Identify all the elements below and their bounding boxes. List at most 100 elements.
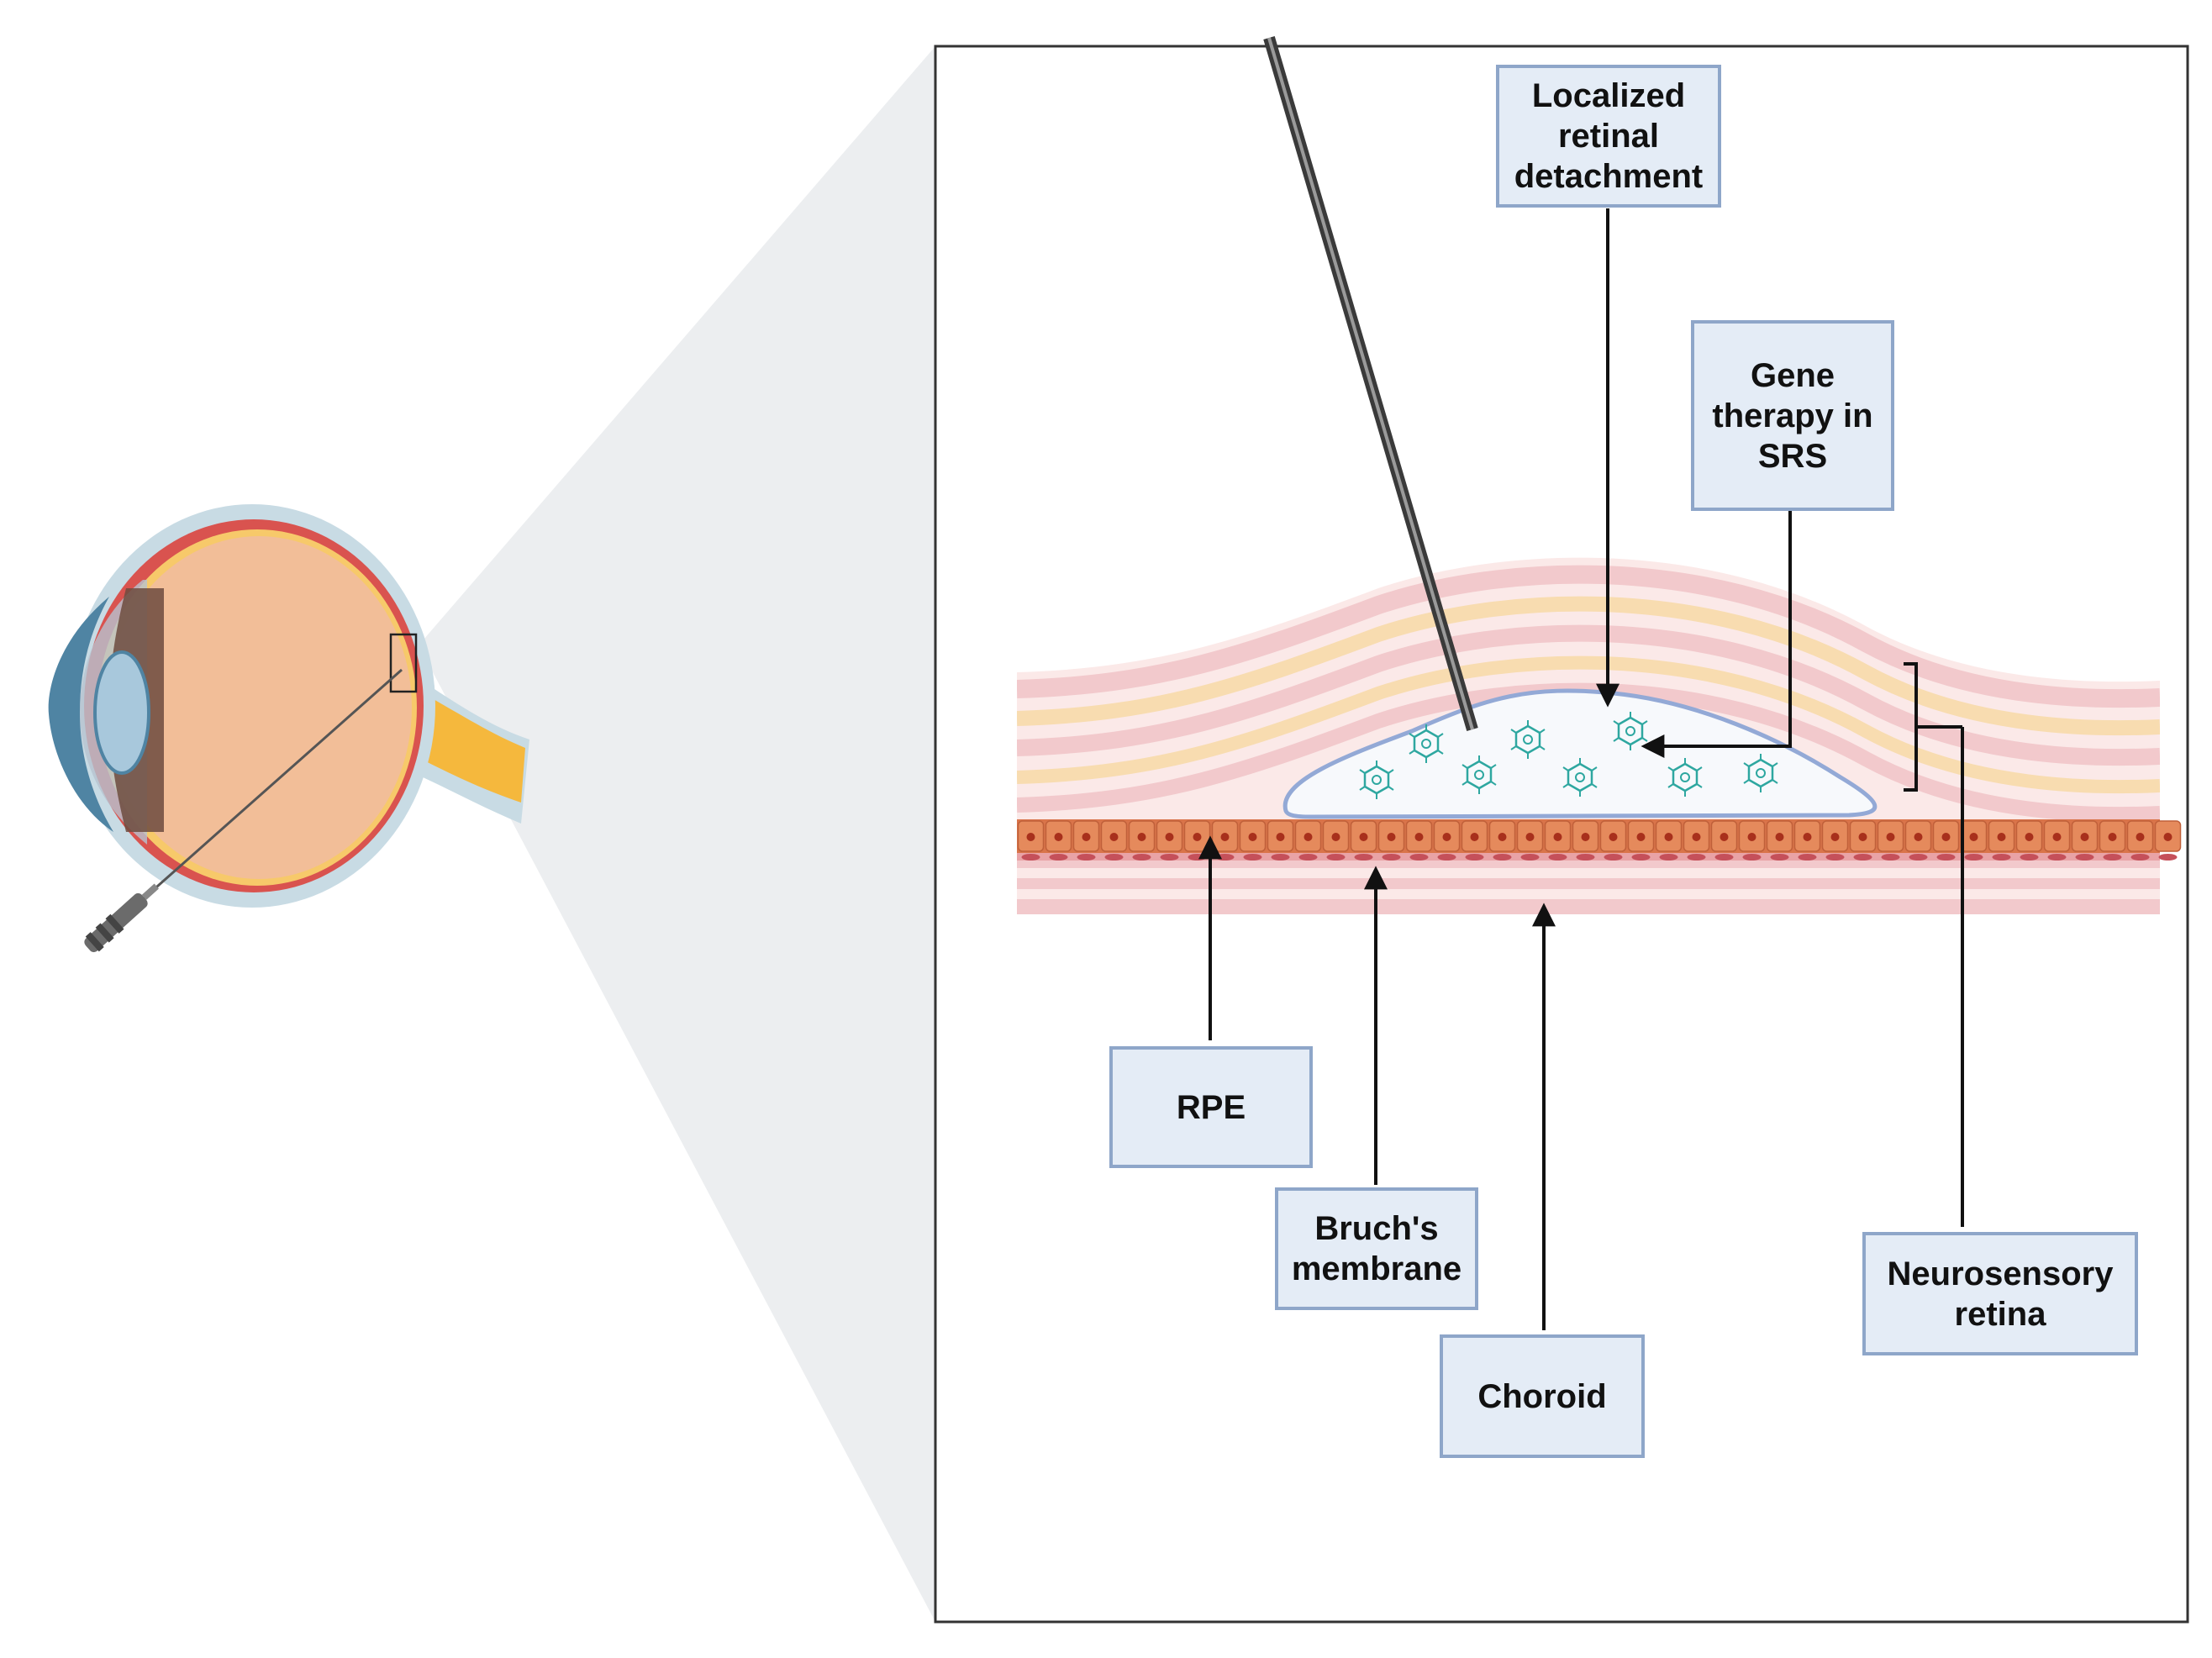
label-gene-therapy-srs-text: Gene therapy in SRS (1712, 356, 1873, 475)
bruchs-cell (1437, 854, 1456, 861)
rpe-nucleus (1276, 833, 1285, 841)
neurosensory-bracket (1904, 662, 1964, 1227)
bruchs-cell (2047, 854, 2067, 861)
rpe-nucleus (1054, 833, 1063, 841)
label-rpe: RPE (1109, 1046, 1313, 1168)
bruchs-cell (1271, 854, 1290, 861)
bruchs-cell (1853, 854, 1872, 861)
bruchs-cell (2020, 854, 2039, 861)
bruchs-cell (1326, 854, 1346, 861)
bruchs-cell (1798, 854, 1817, 861)
bruchs-cell (1659, 854, 1678, 861)
rpe-nucleus (1082, 833, 1091, 841)
bruchs-cell (1215, 854, 1235, 861)
label-localized-retinal-detachment: Localized retinal detachment (1496, 65, 1721, 208)
rpe-nucleus (1470, 833, 1479, 841)
rpe-nucleus (1165, 833, 1174, 841)
rpe-nucleus (1026, 833, 1035, 841)
bruchs-cell (1021, 854, 1040, 861)
bruchs-cell (1104, 854, 1124, 861)
rpe-nucleus (2163, 833, 2172, 841)
bruchs-cell (1243, 854, 1262, 861)
eye-lens (93, 650, 150, 775)
bruchs-cell (2130, 854, 2150, 861)
rpe-nucleus (1193, 833, 1202, 841)
bruchs-cell (1298, 854, 1318, 861)
rpe-nucleus (2108, 833, 2117, 841)
rpe-nucleus (1747, 833, 1756, 841)
rpe-nucleus (1498, 833, 1507, 841)
bruchs-cell (1077, 854, 1096, 861)
bruchs-cell (2158, 854, 2178, 861)
bruchs-cell (1631, 854, 1651, 861)
rpe-nucleus (2025, 833, 2034, 841)
zoom-wedge (419, 46, 935, 1622)
rpe-nucleus (1969, 833, 1978, 841)
bruchs-cell (1493, 854, 1512, 861)
label-localized-retinal-detachment-text: Localized retinal detachment (1514, 77, 1704, 195)
bruchs-cell (1604, 854, 1623, 861)
rpe-nucleus (1941, 833, 1951, 841)
rpe-nucleus (1304, 833, 1313, 841)
rpe-nucleus (2052, 833, 2062, 841)
bruchs-cell (2103, 854, 2122, 861)
rpe-nucleus (1220, 833, 1230, 841)
rpe-nucleus (1858, 833, 1867, 841)
bruchs-cell (1132, 854, 1151, 861)
rpe-nucleus (1830, 833, 1840, 841)
eye-cornea (48, 597, 113, 832)
label-choroid-text: Choroid (1477, 1377, 1607, 1415)
rpe-nucleus (1387, 833, 1396, 841)
bruchs-cell (1936, 854, 1956, 861)
label-bruchs-membrane-text: Bruch's membrane (1291, 1210, 1462, 1287)
syringe-icon (84, 883, 159, 953)
bruchs-cell (1354, 854, 1373, 861)
choroid-layer (1017, 855, 2160, 914)
bruchs-cell (1160, 854, 1179, 861)
bruchs-cell (1742, 854, 1762, 861)
bruchs-cell (1409, 854, 1429, 861)
rpe-nucleus (1359, 833, 1368, 841)
rpe-nucleus (1442, 833, 1451, 841)
rpe-nucleus (1581, 833, 1590, 841)
rpe-nucleus (1720, 833, 1729, 841)
bruchs-cell (1714, 854, 1734, 861)
gene-therapy-arrow (1641, 511, 1792, 758)
bruchs-cell (1964, 854, 1983, 861)
bruchs-cell (1049, 854, 1068, 861)
injection-cannula (1263, 36, 1478, 731)
label-gene-therapy-srs: Gene therapy in SRS (1691, 320, 1894, 511)
bruchs-cell (1770, 854, 1789, 861)
rpe-nucleus (1414, 833, 1424, 841)
rpe-nucleus (1109, 833, 1119, 841)
rpe-nucleus (1886, 833, 1895, 841)
bruchs-cell (1576, 854, 1595, 861)
bruchs-cell (1687, 854, 1706, 861)
bruchs-cell (1992, 854, 2011, 861)
rpe-nucleus (1636, 833, 1646, 841)
bruchs-cell (1548, 854, 1567, 861)
rpe-nucleus (2136, 833, 2145, 841)
rpe-layer (1017, 819, 2182, 853)
label-neurosensory-retina-text: Neurosensory retina (1887, 1255, 2114, 1333)
rpe-nucleus (1914, 833, 1923, 841)
eye-vitreous (106, 536, 412, 879)
eye-illustration (48, 504, 529, 953)
rpe-nucleus (1609, 833, 1618, 841)
bruchs-cell (1909, 854, 1928, 861)
rpe-nucleus (2080, 833, 2089, 841)
bruchs-cell (1520, 854, 1540, 861)
rpe-nucleus (1525, 833, 1535, 841)
rpe-nucleus (1775, 833, 1784, 841)
label-neurosensory-retina: Neurosensory retina (1862, 1232, 2138, 1355)
rpe-nucleus (1331, 833, 1340, 841)
bruchs-cell (1825, 854, 1845, 861)
rpe-nucleus (1553, 833, 1562, 841)
pointer-arrows (1198, 208, 1792, 1330)
rpe-nucleus (1137, 833, 1146, 841)
rpe-nucleus (1664, 833, 1673, 841)
label-bruchs-membrane: Bruch's membrane (1275, 1187, 1478, 1310)
bruchs-cell (2075, 854, 2094, 861)
eye-needle (142, 668, 403, 901)
